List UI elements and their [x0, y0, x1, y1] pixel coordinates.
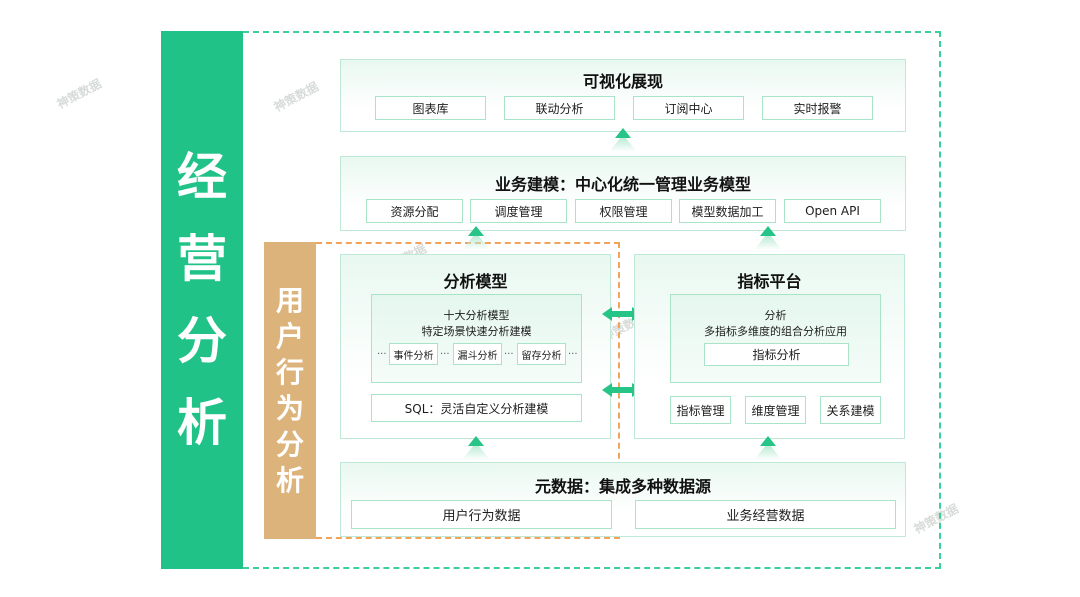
- ellipsis: ···: [504, 349, 514, 360]
- ellipsis: ···: [377, 349, 387, 360]
- metrics-platform-title: 指标平台: [737, 272, 802, 291]
- open-api-chip[interactable]: Open API: [784, 199, 881, 223]
- business-char: 分: [177, 312, 227, 370]
- behavior-char: 析: [275, 463, 304, 497]
- business-char: 析: [177, 394, 227, 452]
- sql-modeling-chip[interactable]: SQL：灵活自定义分析建模: [371, 394, 582, 422]
- business-operation-data-chip[interactable]: 业务经营数据: [635, 500, 896, 529]
- metric-analysis-chip[interactable]: 指标分析: [704, 343, 849, 366]
- business-analysis-frame: [243, 31, 941, 569]
- business-modeling-layer: 业务建模：中心化统一管理业务模型 资源分配 调度管理 权限管理 模型数据加工 O…: [340, 156, 906, 231]
- visualization-layer: 可视化展现 图表库 联动分析 订阅中心 实时报警: [340, 59, 906, 132]
- watermark-logo: 神策数据: [54, 76, 104, 112]
- business-analysis-label: 经 营 分 析: [161, 31, 243, 569]
- funnel-analysis-chip[interactable]: 漏斗分析: [453, 343, 502, 365]
- metric-management-chip[interactable]: 指标管理: [670, 396, 731, 424]
- analysis-model-title: 分析模型: [443, 272, 508, 291]
- event-analysis-chip[interactable]: 事件分析: [389, 343, 438, 365]
- relation-modeling-chip[interactable]: 关系建模: [820, 396, 881, 424]
- realtime-alert-chip[interactable]: 实时报警: [762, 96, 873, 120]
- behavior-char: 分: [275, 427, 304, 461]
- permission-management-chip[interactable]: 权限管理: [575, 199, 672, 223]
- bidirectional-arrow-icon: [600, 382, 644, 398]
- chart-library-chip[interactable]: 图表库: [375, 96, 486, 120]
- ellipsis: ···: [568, 349, 578, 360]
- scheduling-management-chip[interactable]: 调度管理: [470, 199, 567, 223]
- ten-models-box: 十大分析模型 特定场景快速分析建模 ··· 事件分析 ··· 漏斗分析 ··· …: [371, 294, 582, 383]
- behavior-analysis-label: 用 户 行 为 分 析: [264, 242, 316, 539]
- ellipsis: ···: [440, 349, 450, 360]
- subscription-center-chip[interactable]: 订阅中心: [633, 96, 744, 120]
- user-behavior-data-chip[interactable]: 用户行为数据: [351, 500, 612, 529]
- combo-analysis-box: 分析 多指标多维度的组合分析应用 指标分析: [670, 294, 881, 383]
- behavior-char: 行: [275, 355, 304, 389]
- combo-analysis-heading: 分析: [764, 309, 787, 322]
- behavior-char: 用: [275, 283, 304, 317]
- business-char: 经: [177, 148, 227, 206]
- metrics-platform-panel: 指标平台 分析 多指标多维度的组合分析应用 指标分析 指标管理 维度管理 关系建…: [634, 254, 905, 439]
- dimension-management-chip[interactable]: 维度管理: [745, 396, 806, 424]
- metadata-title: 元数据：集成多种数据源: [534, 477, 711, 496]
- bidirectional-arrow-icon: [600, 306, 644, 322]
- business-char: 营: [177, 230, 227, 288]
- combo-analysis-subheading: 多指标多维度的组合分析应用: [704, 325, 847, 338]
- visualization-title: 可视化展现: [582, 72, 663, 91]
- resource-allocation-chip[interactable]: 资源分配: [366, 199, 463, 223]
- metadata-layer: 元数据：集成多种数据源 用户行为数据 业务经营数据: [340, 462, 906, 537]
- behavior-char: 为: [275, 391, 304, 425]
- linked-analysis-chip[interactable]: 联动分析: [504, 96, 615, 120]
- analysis-model-panel: 分析模型 十大分析模型 特定场景快速分析建模 ··· 事件分析 ··· 漏斗分析…: [340, 254, 611, 439]
- ten-models-subheading: 特定场景快速分析建模: [421, 325, 532, 338]
- business-modeling-title: 业务建模：中心化统一管理业务模型: [494, 175, 751, 194]
- behavior-char: 户: [275, 319, 304, 353]
- ten-models-heading: 十大分析模型: [443, 309, 510, 322]
- retention-analysis-chip[interactable]: 留存分析: [517, 343, 566, 365]
- model-data-processing-chip[interactable]: 模型数据加工: [679, 199, 776, 223]
